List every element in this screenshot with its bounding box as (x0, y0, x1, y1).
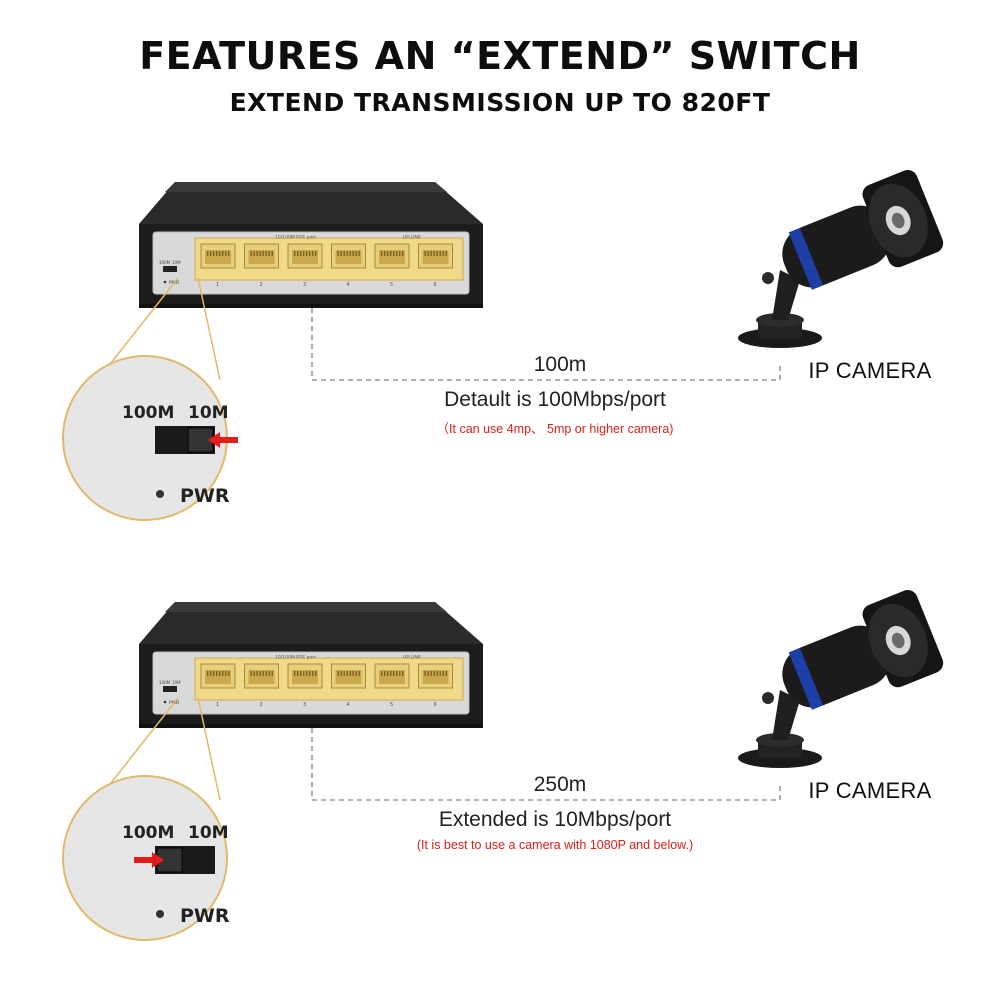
poe-port-label: 10/100M POE port (275, 235, 316, 241)
poe-port-label: 10/100M POE port (275, 655, 316, 661)
ip-camera-image (738, 590, 944, 768)
port-number-label: 5 (390, 282, 393, 288)
zoom-10m-label: 10M (188, 823, 229, 843)
rj45-port-4[interactable] (331, 663, 366, 689)
switch-top (139, 182, 483, 224)
poe-switch-image: 10/100M POE port UP-LINK 1 2 3 4 5 6 100M 10M… (139, 602, 483, 728)
section-default: 10/100M POE port UP-LINK 1 2 3 4 5 6 100M 10M… (0, 0, 1000, 521)
rj45-port-4[interactable] (331, 243, 366, 269)
port-number-label: 3 (303, 702, 306, 708)
switch-zoom-callout: 100M 10M PWR (62, 697, 230, 941)
switch-top (139, 602, 483, 644)
ip-camera-label: IP CAMERA (808, 358, 932, 383)
zoom-pwr-label: PWR (180, 485, 230, 507)
port-number-label: 5 (390, 702, 393, 708)
port-number-label: 4 (347, 282, 350, 288)
cable-line (311, 728, 781, 801)
port-number-label: 4 (347, 702, 350, 708)
mode-note: （It can use 4mp、 5mp or higher camera) (436, 422, 674, 436)
zoom-pwr-label: PWR (180, 905, 230, 927)
zoom-10m-label: 10M (188, 403, 229, 423)
rj45-port-6[interactable] (418, 243, 453, 269)
rj45-port-1[interactable] (200, 663, 236, 689)
port-number-label: 6 (434, 702, 437, 708)
page-subtitle: EXTEND TRANSMISSION UP TO 820FT (229, 88, 771, 117)
poe-switch-image: 10/100M POE port UP-LINK 1 2 3 4 5 6 100M 10M… (139, 182, 483, 308)
rj45-port-5[interactable] (374, 663, 410, 689)
rj45-port-6[interactable] (418, 663, 453, 689)
svg-text:10M: 10M (172, 680, 181, 685)
switch-zoom-callout: 100M 10M PWR (62, 277, 238, 521)
uplink-label: UP-LINK (403, 235, 422, 241)
port-number-label: 1 (216, 702, 219, 708)
rj45-port-2[interactable] (244, 663, 279, 689)
red-arrow-icon (134, 852, 164, 868)
page-title: FEATURES AN “EXTEND” SWITCH (139, 34, 861, 78)
port-number-label: 6 (434, 282, 437, 288)
rj45-port-2[interactable] (244, 243, 279, 269)
mode-label: Extended is 10Mbps/port (438, 808, 672, 831)
port-number-label: 2 (260, 282, 263, 288)
red-arrow-icon (208, 432, 238, 448)
rj45-port-3[interactable] (287, 663, 323, 689)
cable-line (311, 308, 781, 381)
port-number-label: 1 (216, 282, 219, 288)
svg-text:10M: 10M (172, 260, 181, 265)
zoom-100m-label: 100M (122, 823, 174, 843)
rj45-port-3[interactable] (287, 243, 323, 269)
port-number-label: 2 (260, 702, 263, 708)
svg-text:100M: 100M (159, 680, 171, 685)
ip-camera-image (738, 170, 944, 348)
mode-label: Detault is 100Mbps/port (444, 388, 666, 411)
mode-note: (It is best to use a camera with 1080P a… (416, 838, 694, 852)
rj45-port-1[interactable] (200, 243, 236, 269)
ip-camera-label: IP CAMERA (808, 778, 932, 803)
rj45-port-5[interactable] (374, 243, 410, 269)
uplink-label: UP-LINK (403, 655, 422, 661)
svg-text:100M: 100M (159, 260, 171, 265)
section-extended: 10/100M POE port UP-LINK 1 2 3 4 5 6 100M 10M… (0, 420, 1000, 941)
distance-label: 100m (533, 353, 587, 376)
port-number-label: 3 (303, 282, 306, 288)
zoom-100m-label: 100M (122, 403, 174, 423)
distance-label: 250m (533, 773, 587, 796)
